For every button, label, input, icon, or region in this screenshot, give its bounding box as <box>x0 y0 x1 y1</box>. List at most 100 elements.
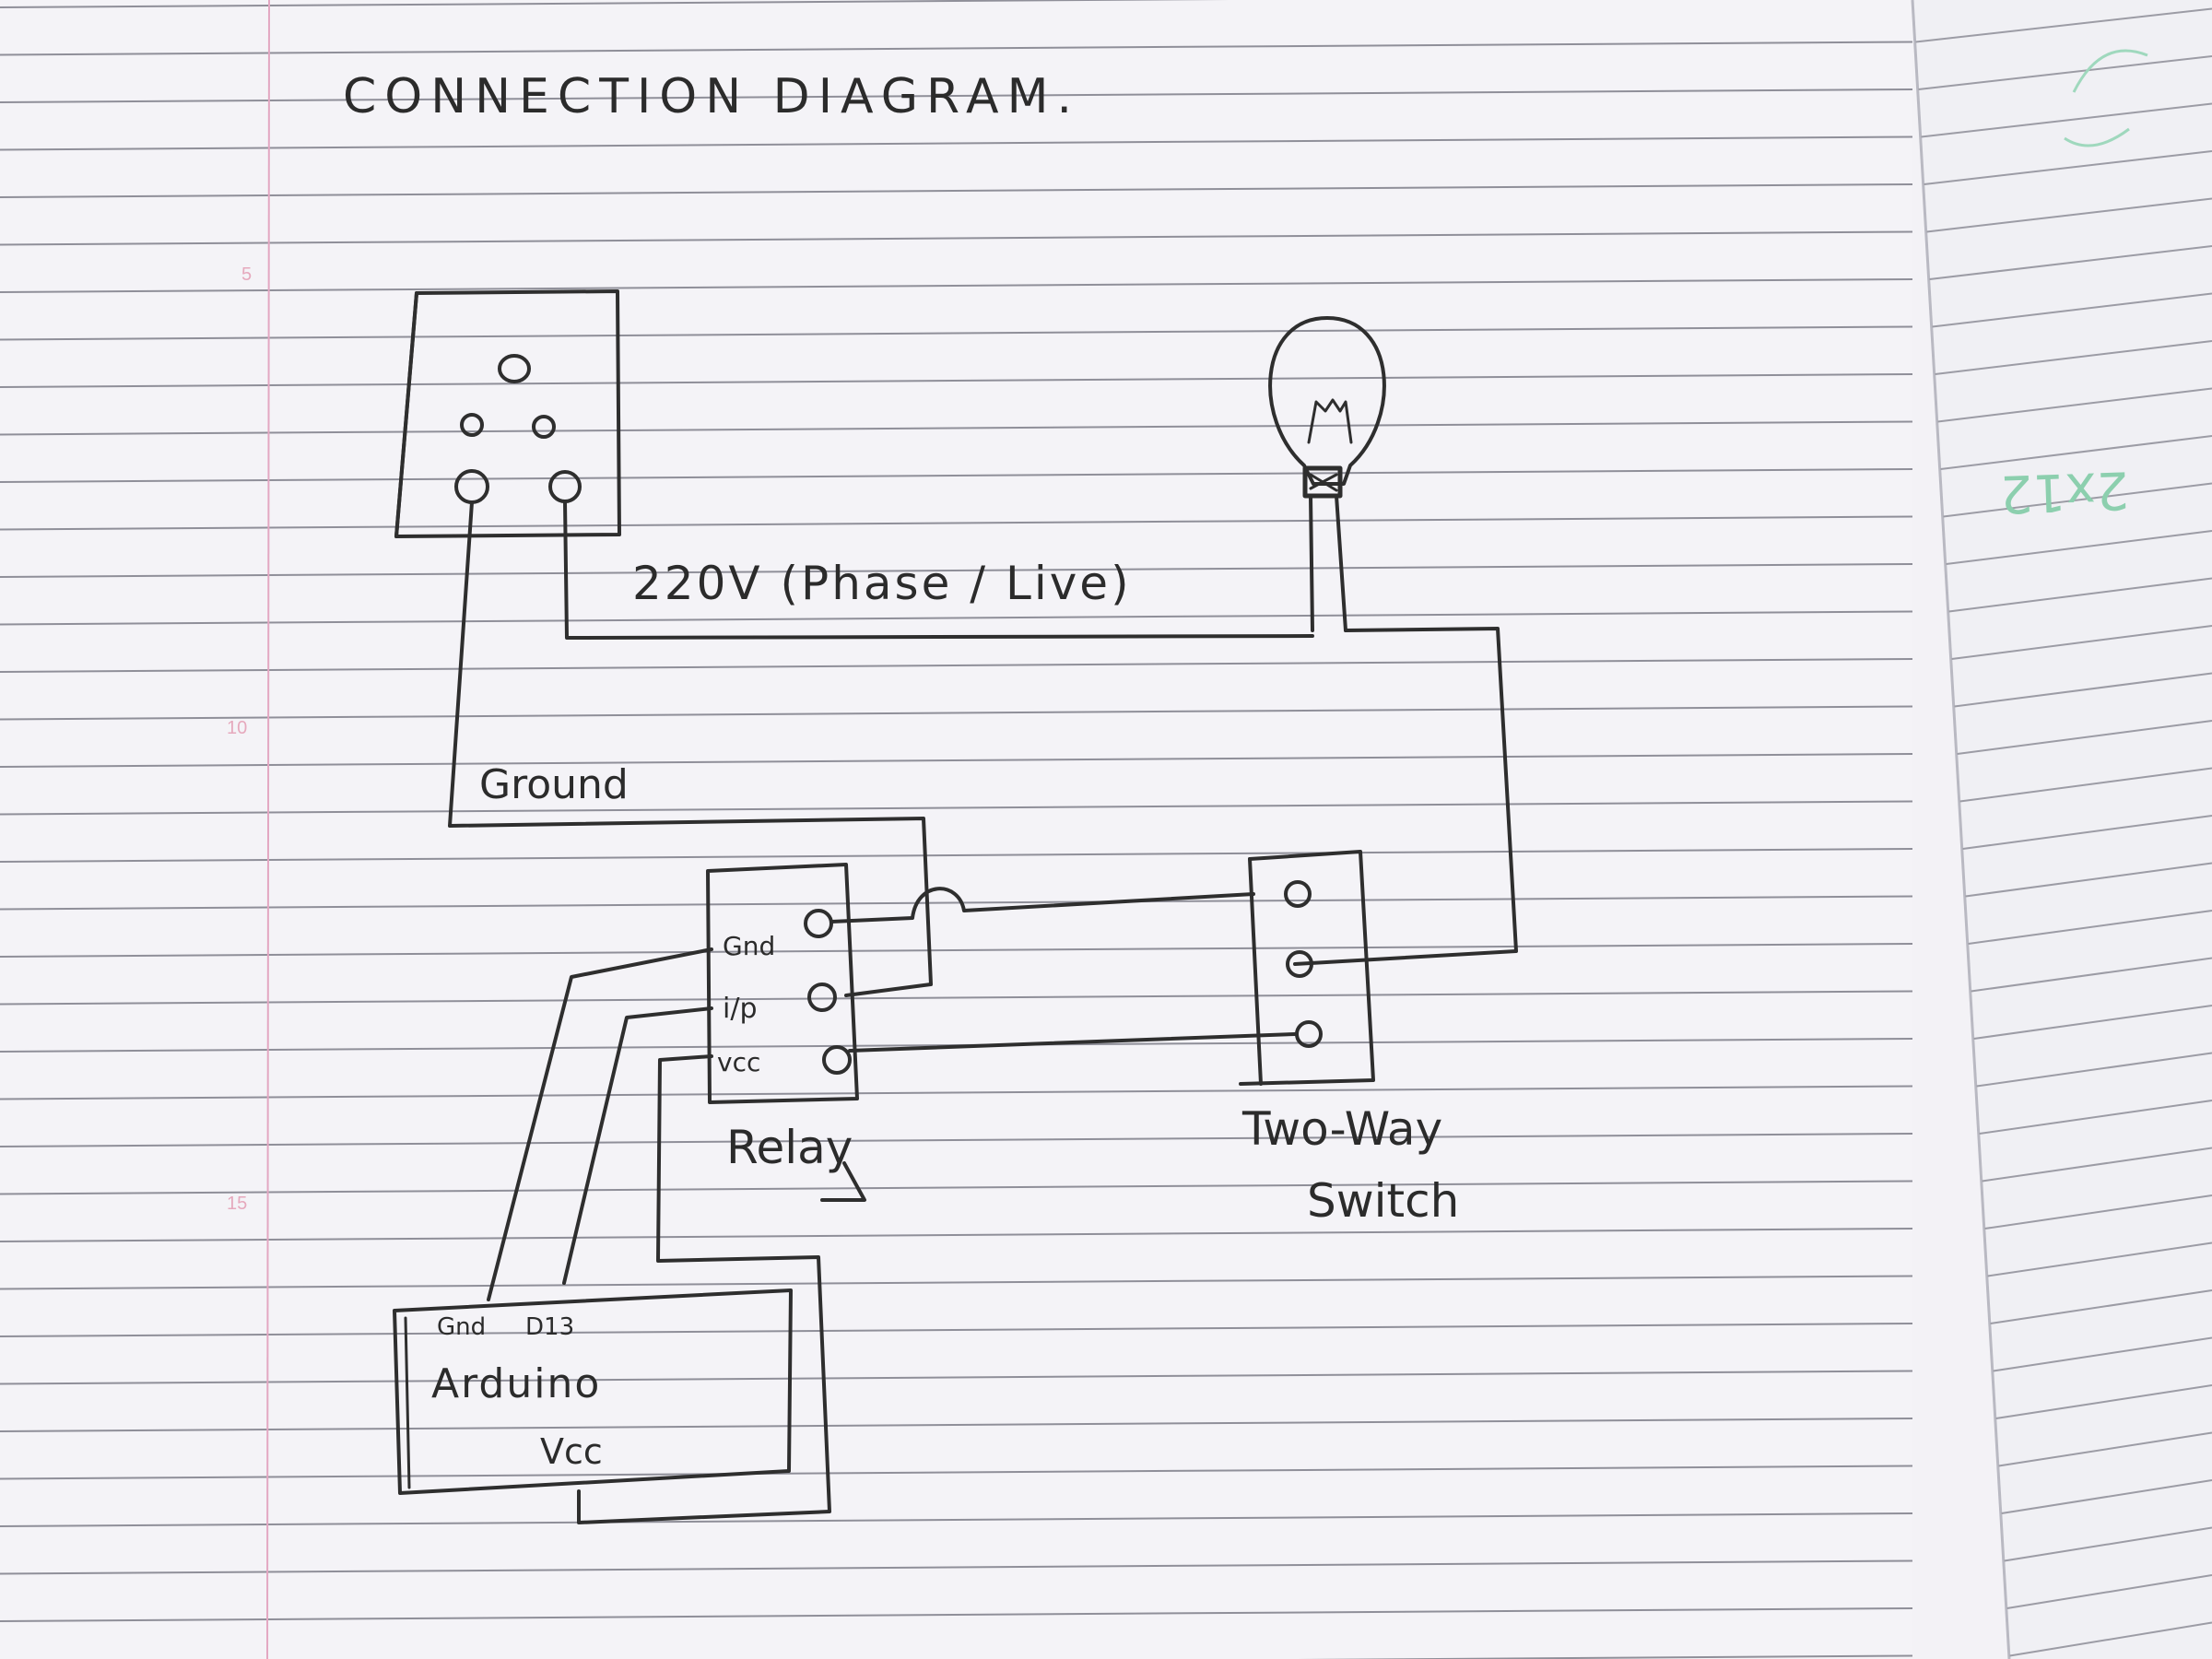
ruled-line <box>1998 1431 2212 1467</box>
phase-wire <box>563 500 1518 966</box>
ruled-line <box>0 705 1913 721</box>
ruled-line <box>2001 1479 2212 1514</box>
ruled-line <box>0 1323 1913 1337</box>
ruled-line <box>0 1607 1913 1622</box>
arduino-label: Arduino <box>431 1360 601 1407</box>
ruled-line <box>2009 1621 2212 1657</box>
ruled-line <box>1298 1654 1913 1659</box>
ruled-line <box>0 1275 1913 1290</box>
relay-pin-gnd: Gnd <box>723 931 775 961</box>
ruled-line <box>0 41 1913 56</box>
ruled-line <box>0 135 1913 151</box>
ruled-line <box>1935 340 2212 375</box>
ruled-line <box>1968 910 2212 945</box>
switch-label-line1: Two-Way <box>1241 1102 1442 1156</box>
ruled-lines <box>0 0 1913 1659</box>
next-page-text: 2x12 <box>1999 459 2130 524</box>
relay-vcc-terminal <box>822 1045 852 1075</box>
ground-wire <box>448 500 933 997</box>
ruled-line <box>0 373 1913 388</box>
ruled-line <box>0 563 1913 578</box>
ruled-line <box>0 230 1913 246</box>
ruled-line <box>0 278 1913 293</box>
relay-label: Relay <box>726 1121 853 1174</box>
ruled-line <box>1984 1194 2212 1230</box>
ruled-line <box>0 468 1913 483</box>
switch-terminal-top <box>1284 880 1312 908</box>
ruled-line <box>1959 767 2212 803</box>
ruled-line <box>0 658 1913 673</box>
ruled-line <box>0 183 1913 198</box>
ruled-line <box>1918 55 2212 90</box>
ruled-line <box>1926 197 2212 233</box>
light-bulb <box>1268 316 1386 632</box>
socket-earth-pin <box>498 354 531 383</box>
ruled-line <box>1987 1241 2212 1277</box>
ruled-line <box>0 1418 1913 1432</box>
relay-ip-terminal <box>807 982 837 1012</box>
two-way-switch <box>1239 850 1375 1086</box>
ruled-line <box>1915 7 2212 43</box>
ruled-line <box>1973 1005 2212 1040</box>
ruled-line <box>1979 1100 2212 1135</box>
left-page <box>0 0 1912 1659</box>
ruled-line <box>0 800 1913 816</box>
arduino-board <box>393 1288 793 1495</box>
ruled-line <box>2004 1526 2212 1562</box>
ruled-line <box>1976 1052 2212 1088</box>
ruled-line <box>0 1133 1913 1147</box>
ruled-line <box>0 943 1913 958</box>
ruled-line <box>0 990 1913 1006</box>
ruled-line <box>1954 672 2212 708</box>
relay-label-tail <box>820 1161 866 1202</box>
right-page <box>1912 0 2212 1659</box>
relay-arduino-wires <box>487 947 831 1524</box>
ruled-line <box>0 1465 1913 1480</box>
ruled-line <box>0 325 1913 341</box>
margin-number-5: 5 <box>241 265 252 285</box>
ruled-line <box>1924 150 2212 185</box>
next-page-scribble: 2x12 <box>1999 49 2148 524</box>
ruled-line <box>1971 957 2212 993</box>
ruled-line <box>1929 245 2212 280</box>
ruled-line <box>0 753 1913 768</box>
margin-number-15: 15 <box>227 1194 247 1214</box>
arduino-pin-d13: D13 <box>525 1313 574 1341</box>
socket-hole-left <box>460 413 484 437</box>
ruled-line <box>0 0 1230 8</box>
ruled-line <box>1946 530 2212 565</box>
page-fold <box>1911 0 2011 1659</box>
switch-terminal-bottom <box>1295 1020 1323 1048</box>
switch-terminal-middle <box>1286 950 1313 978</box>
ruled-lines-right <box>1915 7 2212 1657</box>
ruled-line <box>1948 577 2212 613</box>
ruled-line <box>0 1370 1913 1385</box>
ruled-line <box>1982 1147 2212 1182</box>
ground-wire-label: Ground <box>479 761 629 808</box>
relay-pin-vcc: vcc <box>717 1047 760 1077</box>
margin-number-10: 10 <box>227 718 247 738</box>
ruled-line <box>0 1559 1913 1575</box>
ruled-line <box>0 420 1913 436</box>
ruled-line <box>0 88 1913 103</box>
ruled-line <box>0 848 1913 863</box>
ruled-line <box>1943 482 2212 518</box>
diagram-title: CONNECTION DIAGRAM. <box>343 69 1080 124</box>
ruled-line <box>1937 387 2212 423</box>
ruled-line <box>2006 1574 2212 1609</box>
ruled-line <box>1993 1336 2212 1372</box>
switch-label-line2: Switch <box>1307 1174 1459 1228</box>
arduino-pin-gnd: Gnd <box>437 1313 486 1341</box>
ruled-line <box>0 1512 1913 1527</box>
ruled-line <box>0 515 1913 531</box>
ruled-line <box>1965 862 2212 898</box>
ruled-line <box>1921 102 2212 138</box>
ruled-line <box>1962 815 2212 850</box>
ruled-line <box>1951 625 2212 660</box>
ruled-line <box>0 610 1913 626</box>
ruled-line <box>1932 292 2212 328</box>
ruled-line <box>1990 1289 2212 1324</box>
ruled-line <box>0 1180 1913 1195</box>
